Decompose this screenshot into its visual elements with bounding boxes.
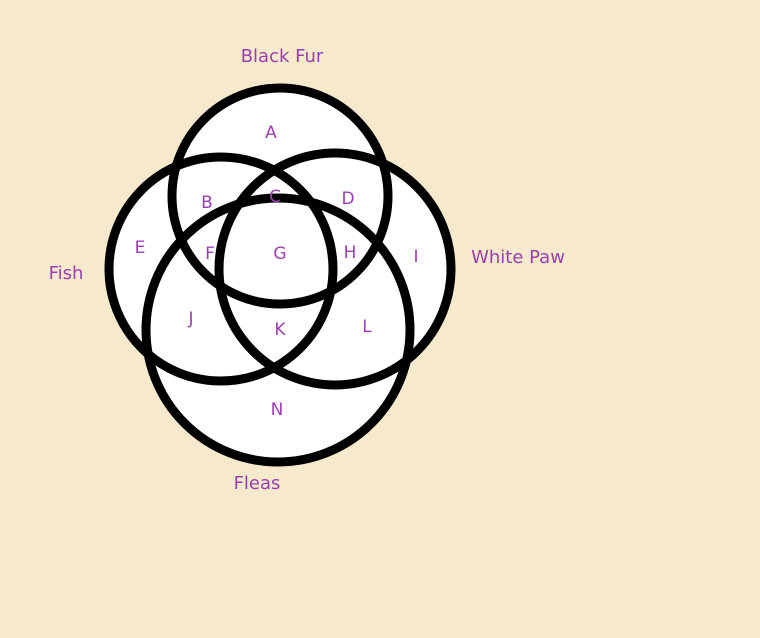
region-a-label: A	[265, 123, 277, 143]
region-l-label: L	[362, 317, 372, 337]
fleas-circle	[141, 193, 415, 467]
region-b-label: B	[201, 193, 213, 213]
region-d-label: D	[341, 189, 354, 209]
fish-circle	[104, 152, 338, 386]
region-f-label: F	[205, 244, 215, 264]
black-fur-label: Black Fur	[241, 46, 324, 67]
white-paw-circle	[214, 148, 456, 390]
region-j-label: J	[187, 309, 193, 329]
fleas-label: Fleas	[234, 473, 281, 494]
region-h-label: H	[344, 243, 357, 263]
region-g-label: G	[273, 244, 286, 264]
region-n-label: N	[271, 400, 284, 420]
fish-label: Fish	[49, 263, 84, 284]
black-fur-circle	[167, 83, 393, 309]
circle-outlines	[104, 83, 456, 467]
fleas-circle-fill	[146, 198, 410, 462]
white-paw-label: White Paw	[471, 247, 565, 268]
region-e-label: E	[135, 238, 146, 258]
region-k-label: K	[274, 320, 286, 340]
circle-fills	[109, 88, 451, 462]
region-i-label: I	[413, 247, 418, 267]
region-c-label: C	[269, 187, 281, 207]
